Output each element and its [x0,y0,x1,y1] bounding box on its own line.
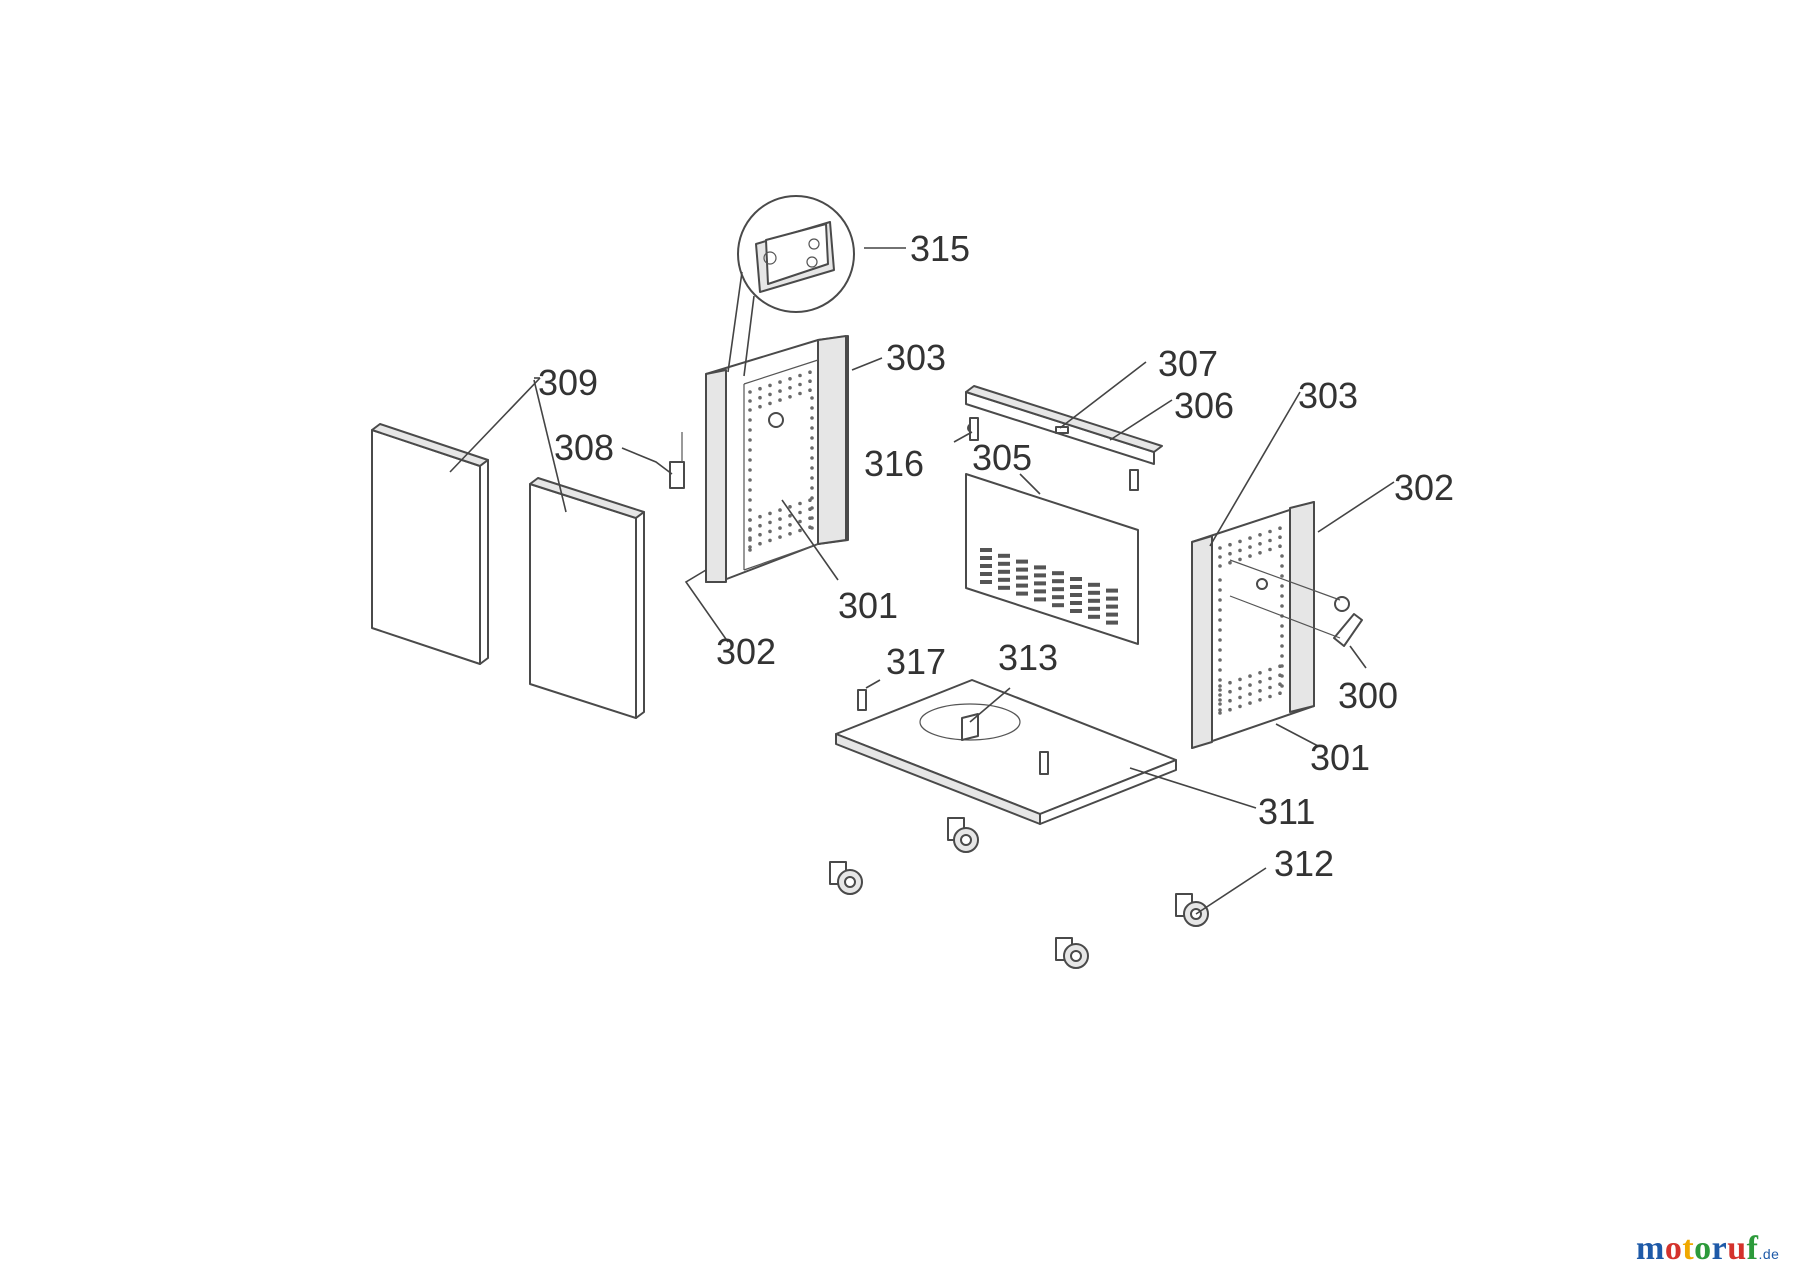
leader-lines [449,247,1395,915]
motoruf-watermark-logo: motoruf.de [1636,1230,1780,1267]
callout-303-left: 303 [886,337,946,378]
pin-center [1039,751,1049,775]
callout-305: 305 [972,437,1032,478]
callout-317: 317 [886,641,946,682]
callout-316: 316 [864,443,924,484]
door-handle [669,432,685,489]
callout-301-right: 301 [1310,737,1370,778]
base-plate [835,679,1177,825]
callout-311: 311 [1258,791,1315,832]
callout-302-right: 302 [1394,467,1454,508]
callout-308: 308 [554,427,614,468]
callout-306: 306 [1174,385,1234,426]
callout-303-right: 303 [1298,375,1358,416]
callout-302-left: 302 [716,631,776,672]
pin-317 [857,689,867,711]
callouts: 315 303 309 308 301 302 307 306 316 305 … [538,228,1454,884]
side-panel-left-perforation [748,370,814,552]
back-panel-vents [980,548,1118,625]
callout-312: 312 [1274,843,1334,884]
caster-1 [947,817,979,853]
door-right [529,477,645,719]
hinge-bracket [1229,559,1363,647]
callout-301-left: 301 [838,585,898,626]
side-panel-right-perforation [1218,526,1284,715]
door-left [371,423,489,665]
side-panel-right [1191,501,1315,749]
caster-2 [829,861,863,895]
bracket-detail-zoom [727,195,855,377]
callout-300: 300 [1338,675,1398,716]
callout-313: 313 [998,637,1058,678]
side-panel-left [705,335,849,583]
callout-309: 309 [538,362,598,403]
callout-315: 315 [910,228,970,269]
caster-4 [1055,937,1089,969]
callout-307: 307 [1158,343,1218,384]
